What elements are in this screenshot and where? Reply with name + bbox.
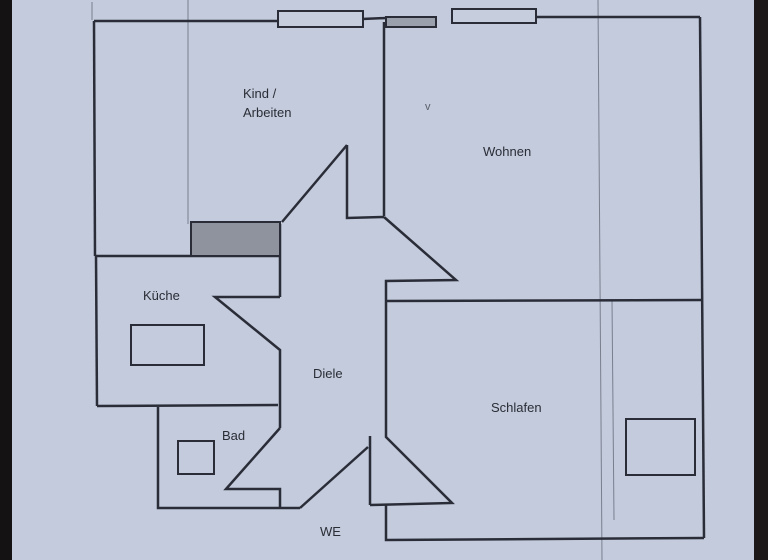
chimney-block (190, 221, 281, 257)
kitchen-table (130, 324, 205, 366)
window-wohnen (451, 8, 537, 24)
small-mark: v (425, 101, 431, 113)
room-label-kind: Kind / Arbeiten (243, 84, 291, 122)
room-label-kueche: Küche (143, 288, 180, 303)
windows (277, 8, 537, 28)
room-label-diele: Diele (313, 366, 343, 381)
room-label-schlafen: Schlafen (491, 400, 542, 415)
guide-lines (91, 0, 615, 560)
room-label-wohnen: Wohnen (483, 144, 532, 159)
room-label-bad: Bad (222, 428, 246, 443)
walls (92, 15, 706, 542)
bathtub-shower (177, 440, 215, 475)
window-kind (277, 10, 364, 28)
window-small (385, 16, 437, 28)
bedroom-furniture (625, 418, 696, 476)
room-label-we: WE (320, 524, 341, 539)
fixtures (130, 324, 696, 476)
room-label-kind-line1: Kind / (243, 86, 277, 101)
photo-edge-left (0, 0, 12, 560)
room-label-kind-line2: Arbeiten (243, 105, 292, 120)
photo-edge-right (754, 0, 768, 560)
